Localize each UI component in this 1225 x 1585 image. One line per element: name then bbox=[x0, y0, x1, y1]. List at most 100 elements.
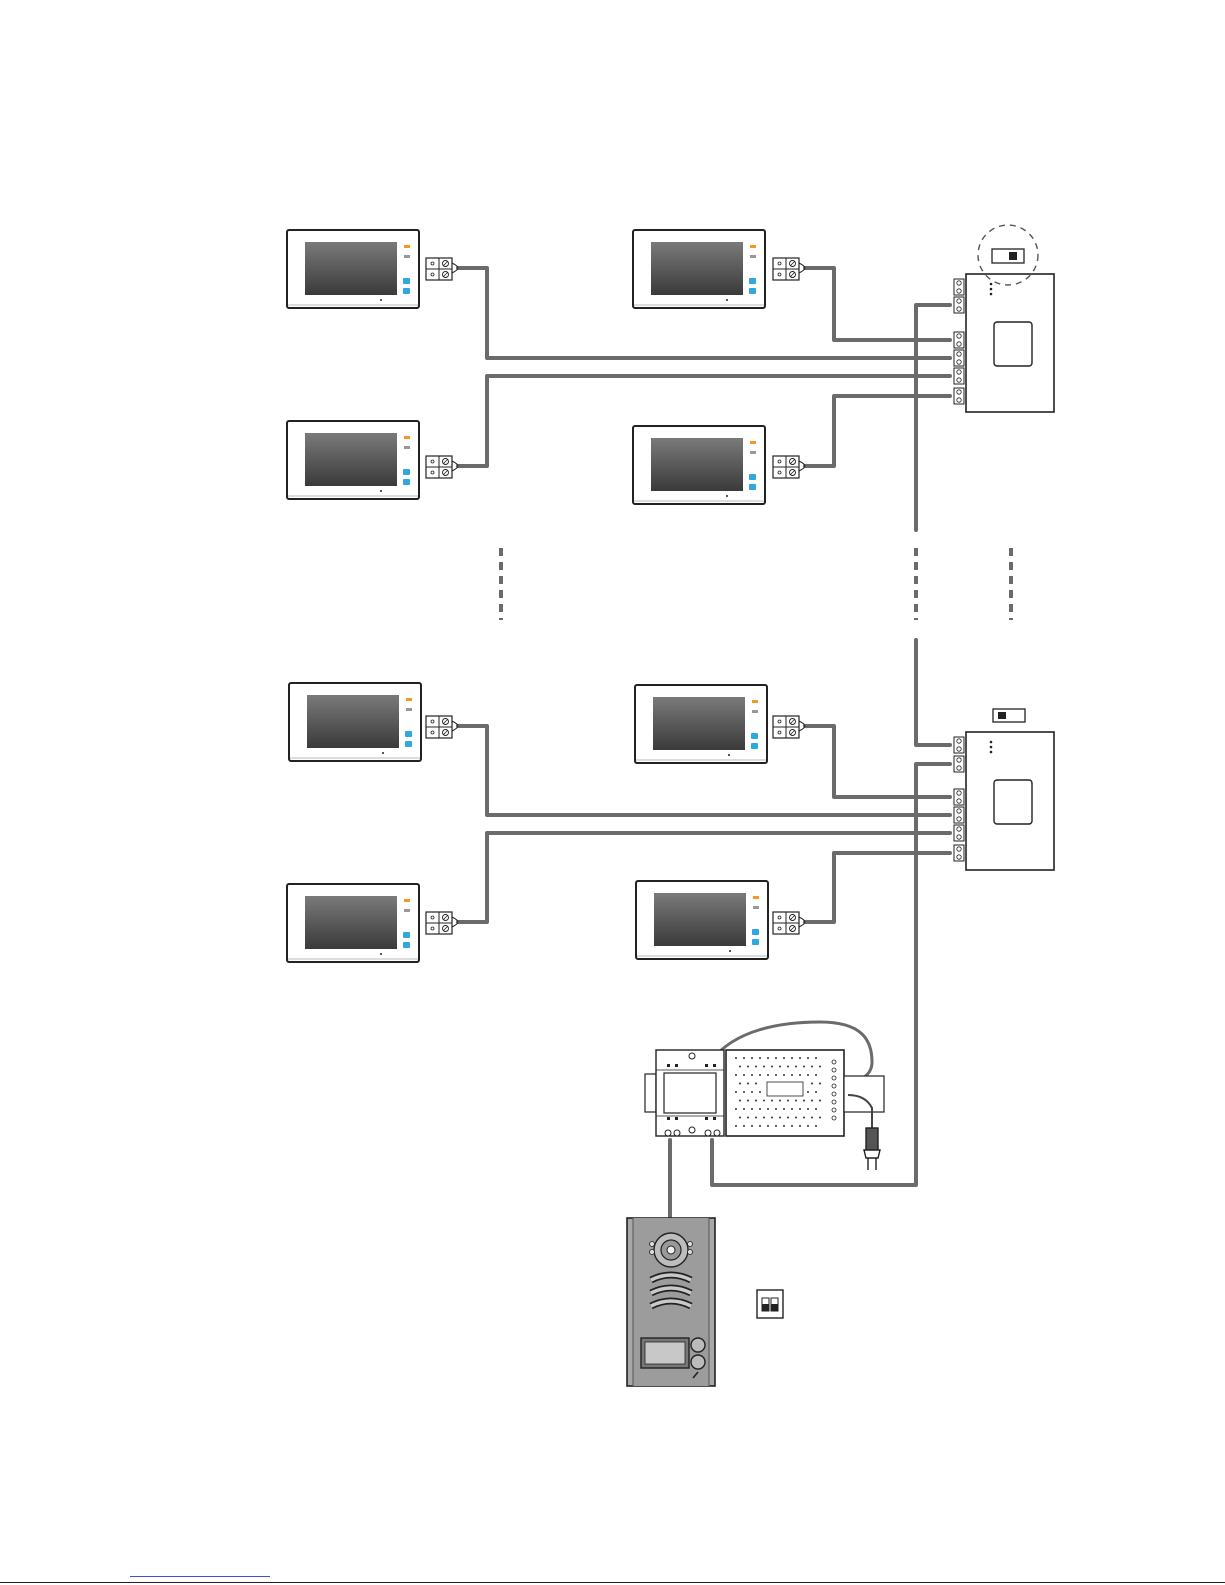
vent-dot bbox=[811, 1117, 813, 1119]
footer-divider bbox=[0, 1582, 1225, 1583]
vent-dot bbox=[775, 1074, 777, 1076]
monitor-8 bbox=[636, 881, 805, 959]
vent-dot bbox=[759, 1057, 761, 1059]
vent-dot bbox=[755, 1083, 757, 1085]
vent-dot bbox=[751, 1074, 753, 1076]
vent-dot bbox=[743, 1108, 745, 1110]
vent-dot bbox=[751, 1125, 753, 1127]
vent-dot bbox=[767, 1057, 769, 1059]
vent-dot bbox=[819, 1100, 821, 1102]
monitor-7 bbox=[635, 685, 805, 763]
distributor-1 bbox=[954, 225, 1054, 412]
vent-dot bbox=[791, 1125, 793, 1127]
monitor-2 bbox=[287, 421, 458, 499]
vent-dot bbox=[799, 1125, 801, 1127]
vent-dot bbox=[775, 1108, 777, 1110]
vent-dot bbox=[819, 1066, 821, 1068]
vent-dot bbox=[783, 1074, 785, 1076]
vent-dot bbox=[759, 1091, 761, 1093]
vent-dot bbox=[815, 1091, 817, 1093]
vent-dot bbox=[807, 1091, 809, 1093]
call-button-2 bbox=[691, 1355, 705, 1369]
vent-dot bbox=[747, 1117, 749, 1119]
vent-dot bbox=[783, 1125, 785, 1127]
vent-dot bbox=[743, 1125, 745, 1127]
vent-dot bbox=[755, 1066, 757, 1068]
vent-dot bbox=[739, 1066, 741, 1068]
vent-dot bbox=[759, 1074, 761, 1076]
vent-dot bbox=[775, 1125, 777, 1127]
vent-dot bbox=[803, 1117, 805, 1119]
vent-dot bbox=[743, 1091, 745, 1093]
vent-dot bbox=[819, 1117, 821, 1119]
vent-dot bbox=[771, 1066, 773, 1068]
continuation-marks bbox=[501, 548, 1011, 620]
vent-dot bbox=[815, 1125, 817, 1127]
vent-dot bbox=[735, 1057, 737, 1059]
vent-dot bbox=[767, 1108, 769, 1110]
wire-monitor-8 bbox=[805, 853, 950, 922]
monitor-4 bbox=[633, 426, 805, 504]
vent-dot bbox=[759, 1125, 761, 1127]
vent-dot bbox=[747, 1083, 749, 1085]
vent-dot bbox=[755, 1100, 757, 1102]
vent-dot bbox=[735, 1091, 737, 1093]
vent-dot bbox=[751, 1091, 753, 1093]
vent-dot bbox=[815, 1074, 817, 1076]
vent-dot bbox=[807, 1125, 809, 1127]
door-station bbox=[627, 1218, 715, 1386]
vent-dot bbox=[759, 1108, 761, 1110]
vent-dot bbox=[763, 1100, 765, 1102]
monitor-6 bbox=[287, 884, 458, 962]
vent-dot bbox=[791, 1074, 793, 1076]
vent-dot bbox=[815, 1057, 817, 1059]
vent-dot bbox=[799, 1074, 801, 1076]
power-plug bbox=[864, 1128, 880, 1170]
vent-dot bbox=[763, 1117, 765, 1119]
vent-dot bbox=[791, 1108, 793, 1110]
power-supply bbox=[726, 1050, 884, 1136]
vent-dot bbox=[787, 1066, 789, 1068]
vent-dot bbox=[751, 1108, 753, 1110]
vent-dot bbox=[807, 1057, 809, 1059]
vent-dot bbox=[803, 1100, 805, 1102]
vent-dot bbox=[735, 1125, 737, 1127]
vent-dot bbox=[815, 1108, 817, 1110]
wire-monitor-7 bbox=[805, 726, 950, 797]
vent-dot bbox=[811, 1083, 813, 1085]
vent-dot bbox=[739, 1100, 741, 1102]
vent-dot bbox=[779, 1066, 781, 1068]
vent-dot bbox=[791, 1057, 793, 1059]
monitor-1 bbox=[287, 230, 458, 308]
vent-dot bbox=[755, 1117, 757, 1119]
vent-dot bbox=[767, 1074, 769, 1076]
vent-dot bbox=[799, 1108, 801, 1110]
vent-dot bbox=[779, 1100, 781, 1102]
vent-dot bbox=[807, 1074, 809, 1076]
vent-dot bbox=[807, 1108, 809, 1110]
vent-dot bbox=[795, 1117, 797, 1119]
vent-dot bbox=[739, 1083, 741, 1085]
vent-dot bbox=[747, 1100, 749, 1102]
wire-trunk-mid bbox=[916, 640, 950, 745]
distributor-2 bbox=[954, 709, 1054, 870]
controller bbox=[645, 1050, 724, 1136]
vent-dot bbox=[751, 1057, 753, 1059]
vent-dot bbox=[775, 1057, 777, 1059]
vent-dot bbox=[735, 1108, 737, 1110]
monitor-5 bbox=[289, 683, 458, 761]
vent-dot bbox=[743, 1057, 745, 1059]
vent-dot bbox=[743, 1074, 745, 1076]
vent-dot bbox=[811, 1100, 813, 1102]
vent-dot bbox=[811, 1066, 813, 1068]
footer-link-underline bbox=[130, 1576, 270, 1577]
vent-dot bbox=[739, 1117, 741, 1119]
vent-dot bbox=[763, 1066, 765, 1068]
vent-dot bbox=[799, 1057, 801, 1059]
wire-monitor-4 bbox=[805, 396, 950, 466]
vent-dot bbox=[747, 1066, 749, 1068]
vent-dot bbox=[779, 1117, 781, 1119]
vent-dot bbox=[795, 1100, 797, 1102]
dip-switch bbox=[757, 1290, 783, 1318]
